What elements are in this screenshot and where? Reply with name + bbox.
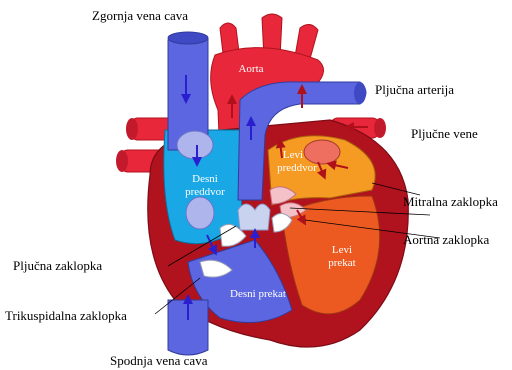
label-inferior-vena-cava: Spodnja vena cava bbox=[110, 353, 208, 368]
label-aorta: Aorta bbox=[238, 63, 263, 75]
label-tricuspid-valve: Trikuspidalna zaklopka bbox=[5, 308, 127, 323]
label-pulmonary-valve: Pljučna zaklopka bbox=[13, 258, 102, 273]
label-left-ventricle-line1: Levi bbox=[332, 244, 352, 256]
label-left-atrium-line2: preddvor bbox=[277, 162, 317, 174]
label-left-ventricle-line2: prekat bbox=[328, 257, 355, 269]
label-pulmonary-artery: Pljučna arterija bbox=[375, 82, 454, 97]
label-aortic-valve: Aortna zaklopka bbox=[403, 232, 490, 247]
label-mitral-valve: Mitralna zaklopka bbox=[403, 194, 498, 209]
label-pulmonary-veins: Pljučne vene bbox=[411, 126, 478, 141]
label-right-atrium-line2: preddvor bbox=[185, 186, 225, 198]
label-right-atrium-line1: Desni bbox=[192, 173, 218, 185]
label-superior-vena-cava: Zgornja vena cava bbox=[92, 8, 188, 23]
label-right-ventricle: Desni prekat bbox=[230, 288, 286, 300]
label-left-atrium-line1: Levi bbox=[283, 149, 303, 161]
